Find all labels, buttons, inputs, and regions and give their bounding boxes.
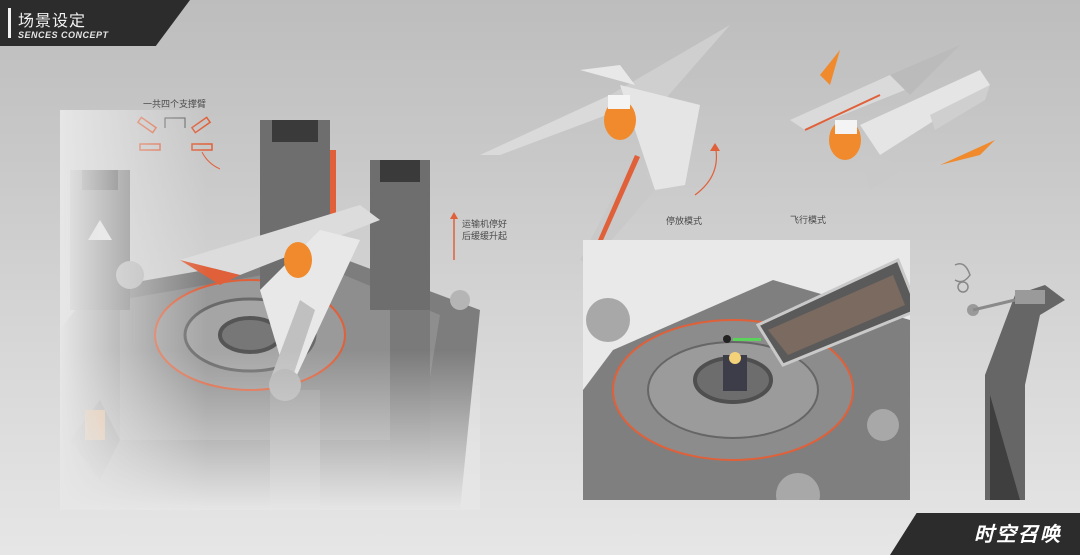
- section-header: 场景设定 SENCES CONCEPT: [0, 0, 190, 46]
- landing-platform-scene: [60, 110, 480, 510]
- fly-mode-label: 飞行模式: [790, 215, 827, 225]
- support-arms-label: 一共四个支撑臂: [143, 99, 207, 109]
- support-arm-detail: [954, 263, 1065, 500]
- header-title: 场景设定: [18, 13, 87, 30]
- dock-mode-label: 停放模式: [666, 216, 703, 226]
- ship-fly-mode: [790, 45, 995, 190]
- ingame-platform-view: [583, 240, 910, 500]
- footer-logo-panel: 时空召唤: [890, 513, 1080, 555]
- rise-note-label: 运输机停好后缓缓升起: [462, 219, 508, 241]
- game-logo: 时空召唤: [974, 524, 1062, 546]
- header-subtitle: SENCES CONCEPT: [18, 30, 109, 40]
- ship-dock-mode: [480, 25, 730, 265]
- header-accent-bar: [8, 8, 11, 38]
